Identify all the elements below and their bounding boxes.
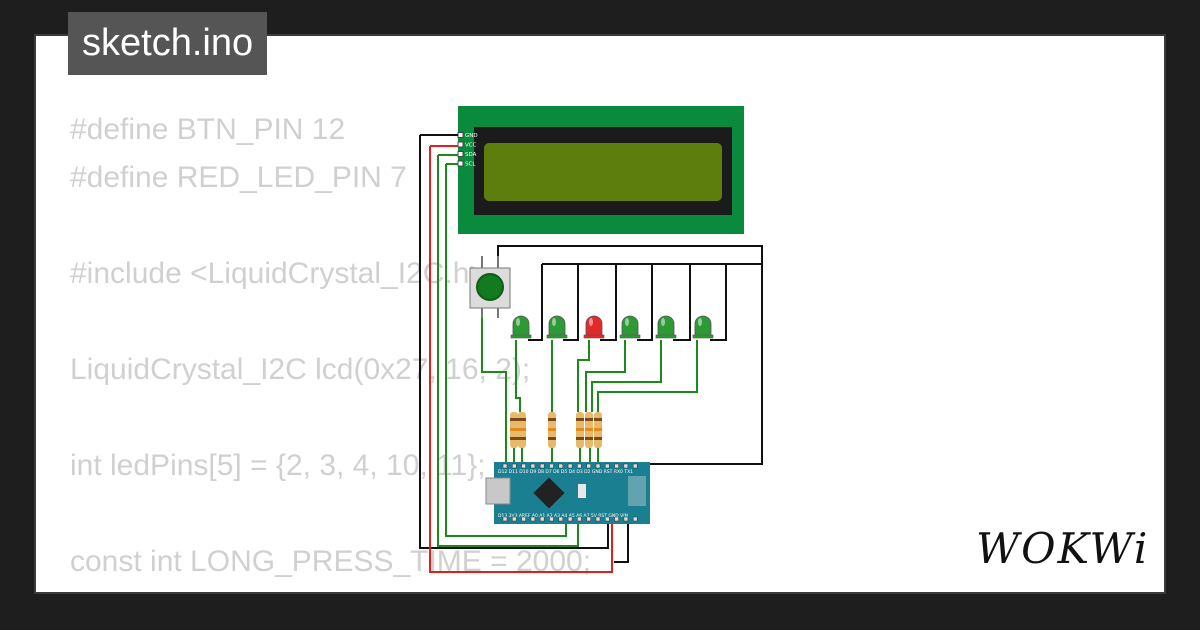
lcd-screen <box>484 143 722 201</box>
led <box>546 315 568 339</box>
resistor <box>510 412 518 448</box>
lcd-pin-label: SCL <box>465 162 476 168</box>
arduino-nano[interactable]: D12 D11 D10 D9 D8 D7 D6 D5 D4 D3 D2 GND … <box>485 462 650 524</box>
top-pin-labels: D12 D11 D10 D9 D8 D7 D6 D5 D4 D3 D2 GND … <box>498 469 633 475</box>
nano-pin <box>632 463 638 469</box>
nano-pin <box>614 463 619 469</box>
nano-pin <box>530 463 536 469</box>
resistor <box>576 412 584 448</box>
resistor <box>585 412 593 448</box>
resistor <box>518 412 526 448</box>
nano-pin <box>502 516 508 522</box>
nano-pin <box>605 516 610 522</box>
nano-pin <box>567 516 573 522</box>
led <box>510 315 532 339</box>
nano-pin <box>530 516 536 522</box>
lcd-pin <box>457 160 464 167</box>
nano-pin <box>521 463 526 469</box>
nano-pin <box>577 463 582 469</box>
wokwi-logo: WOKWi <box>976 524 1150 573</box>
lcd-pin-label: GND <box>465 133 478 139</box>
code-background: #define BTN_PIN 12#define RED_LED_PIN 7#… <box>70 106 592 592</box>
led <box>692 315 714 339</box>
code-line: #define RED_LED_PIN 7 <box>70 161 407 194</box>
code-line: int ledPins[5] = {2, 3, 4, 10, 11}; <box>70 449 486 482</box>
nano-pin <box>605 463 610 469</box>
resistor <box>548 412 556 448</box>
push-button[interactable] <box>469 256 511 318</box>
nano-pin <box>539 463 545 469</box>
wires <box>419 134 763 573</box>
nano-pin <box>549 516 554 522</box>
nano-pin <box>577 516 582 522</box>
nano-pin <box>623 463 629 469</box>
led <box>619 315 641 339</box>
nano-pin <box>632 516 638 522</box>
nano-pin <box>512 516 517 522</box>
sketch-title: sketch.ino <box>68 12 268 75</box>
nano-pin <box>567 463 573 469</box>
nano-pin <box>539 516 545 522</box>
nano-pin <box>521 516 526 522</box>
led <box>655 315 677 339</box>
icsp-header <box>628 476 646 506</box>
code-line: #define BTN_PIN 12 <box>70 113 346 146</box>
usb-connector <box>485 477 511 505</box>
code-line: LiquidCrystal_I2C lcd(0x27, 16, 2); <box>70 353 531 386</box>
nano-pin <box>595 516 601 522</box>
nano-pin <box>549 463 554 469</box>
nano-pin <box>586 463 591 469</box>
lcd-pin <box>457 132 464 138</box>
lcd-pin <box>457 151 464 157</box>
resistors <box>510 412 602 448</box>
nano-pin <box>614 516 619 522</box>
nano-pin <box>502 463 508 469</box>
nano-pin <box>512 463 517 469</box>
reset-button <box>578 484 586 498</box>
nano-pin <box>595 463 601 469</box>
led <box>583 315 605 339</box>
nano-pin <box>586 516 591 522</box>
lcd-pin-label: VCC <box>465 143 477 149</box>
resistor <box>594 412 602 448</box>
mcu-chip <box>533 477 565 509</box>
lcd-display: GND VCC SDA SCL <box>457 106 744 234</box>
nano-pin <box>623 516 629 522</box>
lcd-pin <box>457 141 464 148</box>
lcd-pin-label: SDA <box>465 152 477 158</box>
bottom-pin-labels: D13 3V3 AREF A0 A1 A2 A3 A4 A5 A6 A7 5V … <box>498 513 628 519</box>
nano-pin <box>558 516 564 522</box>
nano-pin <box>558 463 564 469</box>
code-line: const int LONG_PRESS_TIME = 2000; <box>70 545 592 578</box>
